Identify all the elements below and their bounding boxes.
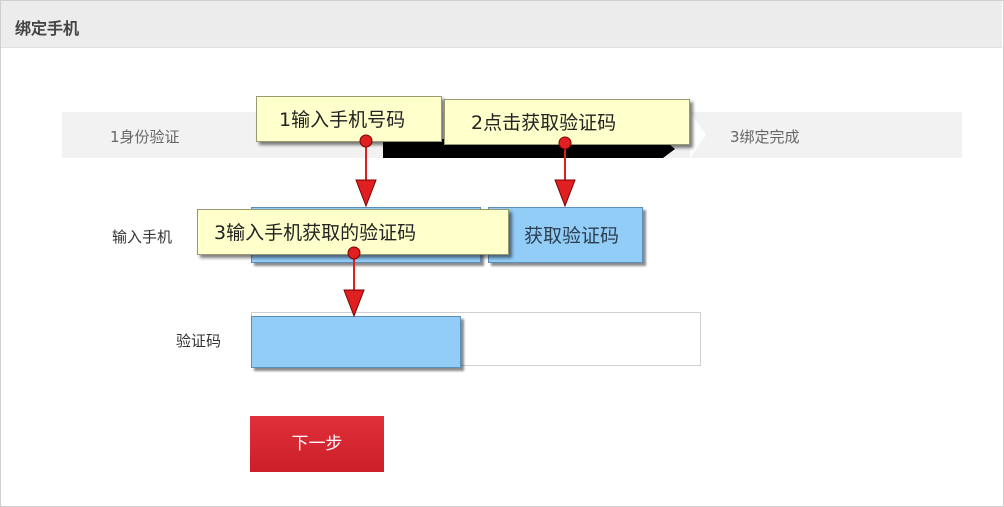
- panel-header: 绑定手机: [1, 1, 1002, 48]
- get-code-label: 获取验证码: [523, 226, 619, 247]
- step-separator-icon: [690, 112, 706, 158]
- step-1-label: 1身份验证: [110, 128, 180, 146]
- annotation-callout-3: 3输入手机获取的验证码: [197, 209, 509, 255]
- page-title: 绑定手机: [15, 19, 80, 38]
- annotation-callout-2: 2点击获取验证码: [444, 99, 690, 145]
- annotation-callout-1: 1输入手机号码: [256, 96, 442, 142]
- next-step-button[interactable]: 下一步: [250, 416, 384, 472]
- code-input[interactable]: [251, 312, 701, 366]
- get-code-button[interactable]: 获取验证码: [488, 207, 643, 263]
- code-field-label: 验证码: [176, 332, 222, 350]
- step-3-label: 3绑定完成: [730, 128, 800, 146]
- phone-field-label: 输入手机: [112, 228, 173, 246]
